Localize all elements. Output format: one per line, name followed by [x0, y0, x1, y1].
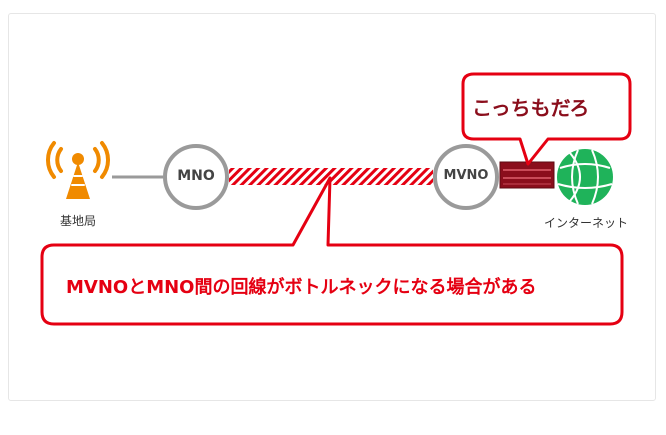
mvno-label: MVNO — [443, 168, 489, 183]
main-callout-bubble — [40, 176, 624, 326]
mno-node — [163, 144, 229, 210]
base-station-caption: 基地局 — [59, 214, 96, 228]
top-callout-text: こっちもだろ — [472, 96, 590, 120]
main-callout-text: MVNOとMNO間の回線がボトルネックになる場合がある — [66, 277, 537, 298]
top-callout-bubble — [461, 72, 632, 166]
mvno-node — [433, 144, 499, 210]
bottleneck-link-mno-mvno — [229, 168, 433, 185]
globe-icon — [557, 149, 613, 205]
antenna-icon — [46, 141, 110, 199]
link-mvno-to-internet — [499, 161, 555, 189]
mno-label: MNO — [177, 168, 215, 184]
internet-caption: インターネット — [543, 216, 628, 230]
